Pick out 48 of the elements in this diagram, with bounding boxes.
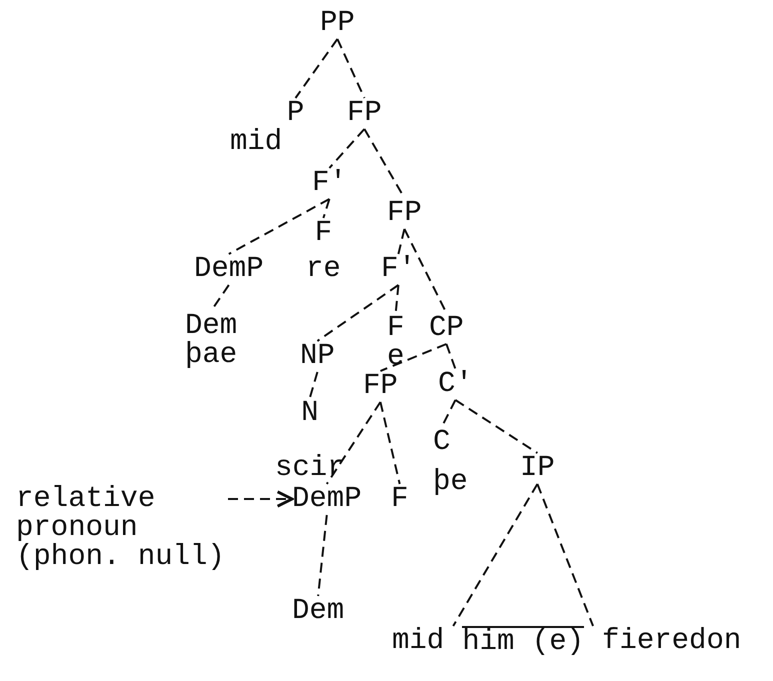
leaf-words: mid — [392, 626, 444, 655]
tree-branch — [445, 344, 456, 370]
category-label: C — [433, 427, 450, 456]
tree-branch — [336, 38, 366, 98]
tree-branch — [328, 128, 366, 169]
node-label: IP — [520, 453, 555, 482]
leaf-word: e — [387, 342, 404, 371]
node-label: F — [391, 484, 408, 513]
leaf-word: scir — [275, 453, 345, 482]
tree-branch — [228, 198, 330, 255]
node-label: relative pronoun (phon. null) — [16, 484, 226, 571]
tree-branch — [322, 198, 330, 218]
leaf-words: him (e) — [462, 626, 584, 655]
node-label: F' — [381, 254, 416, 283]
leaf-word: mid — [230, 127, 284, 156]
tree-branch — [394, 284, 400, 314]
node-label: FP — [347, 98, 382, 127]
tree-branch — [452, 484, 538, 626]
node-label: Dem — [292, 596, 344, 625]
category-label: F — [387, 313, 404, 342]
tree-branch — [316, 284, 399, 342]
node-label: CP — [429, 313, 464, 342]
leaf-word: þe — [433, 467, 468, 496]
node-label: F' — [312, 168, 347, 197]
node-label: DemP — [194, 254, 264, 283]
node-label: FP — [387, 198, 422, 227]
node-label: PP — [320, 8, 355, 37]
tree-branch — [397, 228, 406, 254]
node-label: FP — [363, 371, 398, 400]
tree-branch — [294, 38, 338, 99]
leaf-word: þae — [185, 340, 238, 369]
leaf-word: re — [306, 254, 341, 283]
category-label: P — [286, 98, 304, 127]
tree-branch — [454, 399, 538, 454]
category-label: Dem — [185, 311, 238, 340]
node-label: C' — [438, 369, 473, 398]
category-label: N — [301, 398, 319, 427]
tree-branch — [308, 372, 318, 398]
arrow — [228, 490, 294, 508]
node-label: NP — [300, 341, 335, 370]
node-label: DemP — [292, 484, 362, 513]
tree-branch — [380, 343, 447, 372]
leaf-words: fieredon — [602, 626, 742, 655]
tree-branch — [379, 402, 401, 484]
tree-branch — [317, 514, 328, 596]
tree-branch — [326, 401, 382, 485]
category-label: F — [314, 218, 332, 247]
tree-branch — [536, 484, 594, 626]
